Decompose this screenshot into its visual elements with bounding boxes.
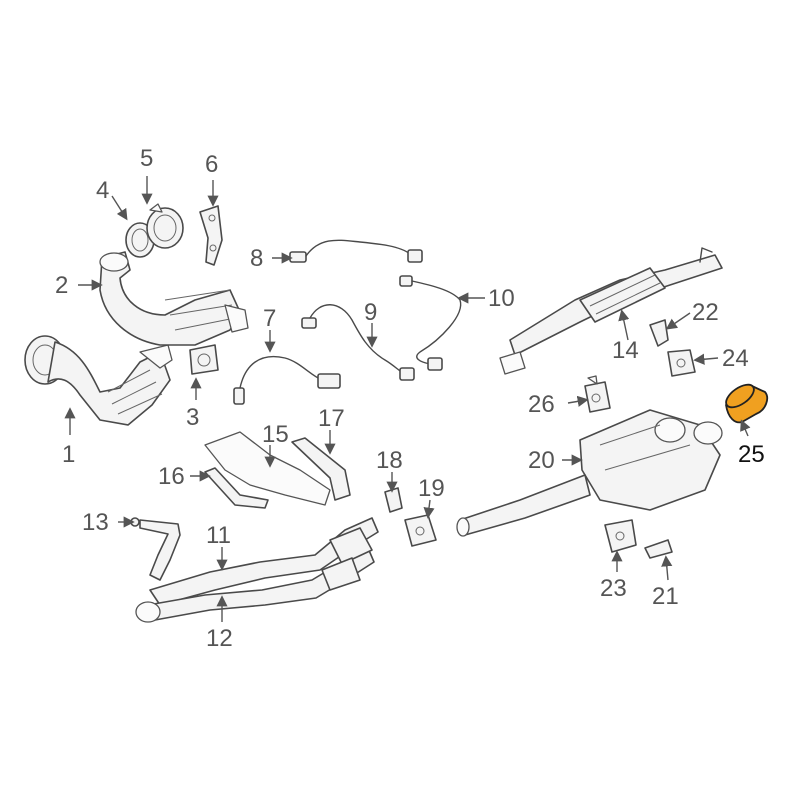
callout-8[interactable]: 8 [250, 245, 263, 272]
callout-9[interactable]: 9 [364, 299, 377, 326]
callout-16[interactable]: 16 [158, 463, 185, 490]
part-15-heat-shield[interactable] [204, 431, 331, 506]
part-6-bracket[interactable] [199, 205, 223, 266]
callout-24[interactable]: 24 [722, 345, 749, 372]
part-23-hanger[interactable] [604, 519, 637, 553]
callout-26[interactable]: 26 [528, 391, 555, 418]
part-10-oxygen-sensor[interactable] [399, 275, 462, 371]
part-9-oxygen-sensor[interactable] [301, 304, 415, 381]
callout-labels: 1 2 3 4 5 6 7 8 9 10 11 12 13 14 15 16 1… [55, 145, 765, 652]
callout-19[interactable]: 19 [418, 475, 445, 502]
part-5-clamp[interactable] [146, 203, 184, 249]
part-22-bracket[interactable] [649, 319, 669, 347]
part-25-exhaust-tip[interactable] [722, 380, 769, 424]
part-13-bracket[interactable] [130, 517, 181, 581]
part-1-front-downpipe[interactable] [24, 335, 173, 426]
callout-1[interactable]: 1 [62, 441, 75, 468]
callout-17[interactable]: 17 [318, 405, 345, 432]
part-14-center-muffler[interactable] [499, 247, 723, 375]
callout-3[interactable]: 3 [186, 404, 199, 431]
part-3-gasket[interactable] [189, 344, 219, 375]
callout-12[interactable]: 12 [206, 625, 233, 652]
part-17-bracket[interactable] [291, 437, 351, 501]
callout-2[interactable]: 2 [55, 272, 68, 299]
callout-13[interactable]: 13 [82, 509, 109, 536]
part-18-clip[interactable] [384, 487, 403, 513]
part-21-bracket[interactable] [644, 539, 673, 559]
part-20-rear-muffler[interactable] [456, 409, 723, 537]
part-11-front-pipe[interactable] [135, 517, 379, 623]
part-2-rear-downpipe[interactable] [99, 251, 249, 346]
callout-23[interactable]: 23 [600, 575, 627, 602]
part-8-oxygen-sensor[interactable] [289, 239, 423, 263]
callout-22[interactable]: 22 [692, 299, 719, 326]
callout-15[interactable]: 15 [262, 421, 289, 448]
callout-20[interactable]: 20 [528, 447, 555, 474]
callout-6[interactable]: 6 [205, 151, 218, 178]
part-16-bracket[interactable] [204, 467, 269, 509]
callout-18[interactable]: 18 [376, 447, 403, 474]
callout-10[interactable]: 10 [488, 285, 515, 312]
part-7-oxygen-sensor[interactable] [233, 355, 341, 405]
callout-14[interactable]: 14 [612, 337, 639, 364]
part-19-rubber-mount[interactable] [404, 514, 437, 547]
callout-7[interactable]: 7 [263, 305, 276, 332]
callout-21[interactable]: 21 [652, 583, 679, 610]
callout-5[interactable]: 5 [140, 145, 153, 172]
part-26-valve[interactable] [584, 375, 611, 413]
leader-lines [64, 176, 751, 622]
callout-25[interactable]: 25 [738, 441, 765, 468]
part-24-rubber-mount[interactable] [667, 349, 696, 377]
callout-11[interactable]: 11 [206, 522, 231, 549]
callout-4[interactable]: 4 [96, 177, 109, 204]
